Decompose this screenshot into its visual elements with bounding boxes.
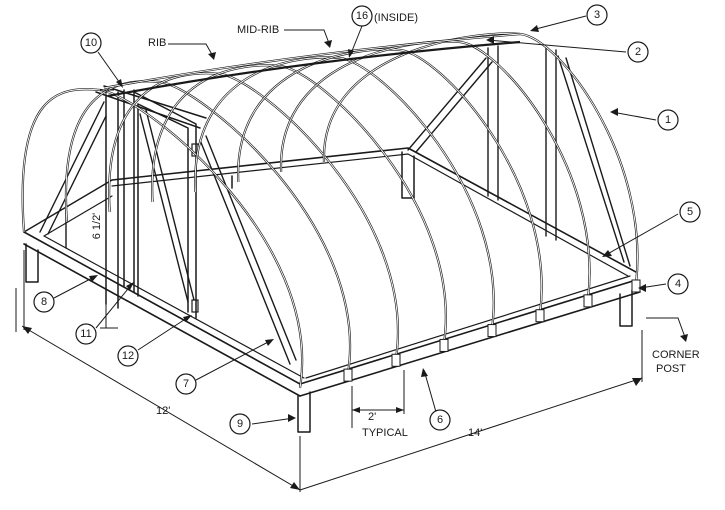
- callout-10: 10: [85, 37, 97, 49]
- rib-hoop-highlight: [22, 88, 303, 389]
- inside-label: (INSIDE): [374, 12, 418, 24]
- callout-4: 4: [675, 278, 681, 290]
- rib-bracket: [535, 309, 545, 323]
- callout-5: 5: [687, 206, 693, 218]
- rib-hoop-highlight: [280, 41, 590, 299]
- callout-9: 9: [237, 418, 243, 430]
- rib-brackets: [343, 279, 641, 382]
- corner-post-label-1: CORNER: [652, 349, 700, 361]
- door-height-dimension: 6 1/2': [91, 213, 103, 240]
- rib-label: RIB: [148, 37, 166, 49]
- part-labels: RIB MID-RIB (INSIDE) CORNER POST: [148, 12, 700, 375]
- rib-bracket: [487, 324, 497, 338]
- rib-bracket: [391, 353, 401, 367]
- corner-post-label-2: POST: [656, 363, 686, 375]
- corner-posts: [25, 151, 633, 433]
- typical-label: TYPICAL: [362, 427, 408, 439]
- length-dimension: 14': [468, 427, 482, 439]
- callout-3: 3: [594, 9, 600, 21]
- rib-hoop-highlight: [65, 80, 351, 374]
- dimension-lines: 6 1/2' 12' 14' 2' TYPICAL: [15, 89, 643, 492]
- spacing-dimension: 2': [368, 411, 376, 423]
- callout-2: 2: [635, 46, 641, 58]
- callout-16: 16: [356, 10, 368, 22]
- rib-bracket: [439, 338, 449, 352]
- front-end-wall: [39, 85, 297, 365]
- rib-bracket: [631, 279, 641, 293]
- callout-1: 1: [665, 114, 671, 126]
- rib-bracket: [343, 368, 353, 382]
- rib-hoop: [21, 88, 304, 389]
- callout-8: 8: [41, 296, 47, 308]
- mid-rib-ridge: [103, 32, 521, 98]
- back-end-wall: [407, 45, 631, 267]
- callout-11: 11: [80, 328, 91, 340]
- rib-hoop: [280, 40, 591, 299]
- callout-12: 12: [122, 350, 134, 362]
- rib-hoop-highlight: [194, 56, 495, 329]
- rib-bracket: [583, 294, 593, 308]
- callouts: 1 2 3 4 5 6 7 8: [33, 4, 701, 435]
- callout-7: 7: [183, 378, 189, 390]
- rib-hoop-highlight: [237, 49, 543, 314]
- base-frame: [23, 147, 641, 397]
- callout-6: 6: [437, 414, 443, 426]
- width-dimension: 12': [156, 405, 170, 417]
- rib-hoop: [64, 80, 352, 374]
- mid-rib-label: MID-RIB: [237, 24, 279, 36]
